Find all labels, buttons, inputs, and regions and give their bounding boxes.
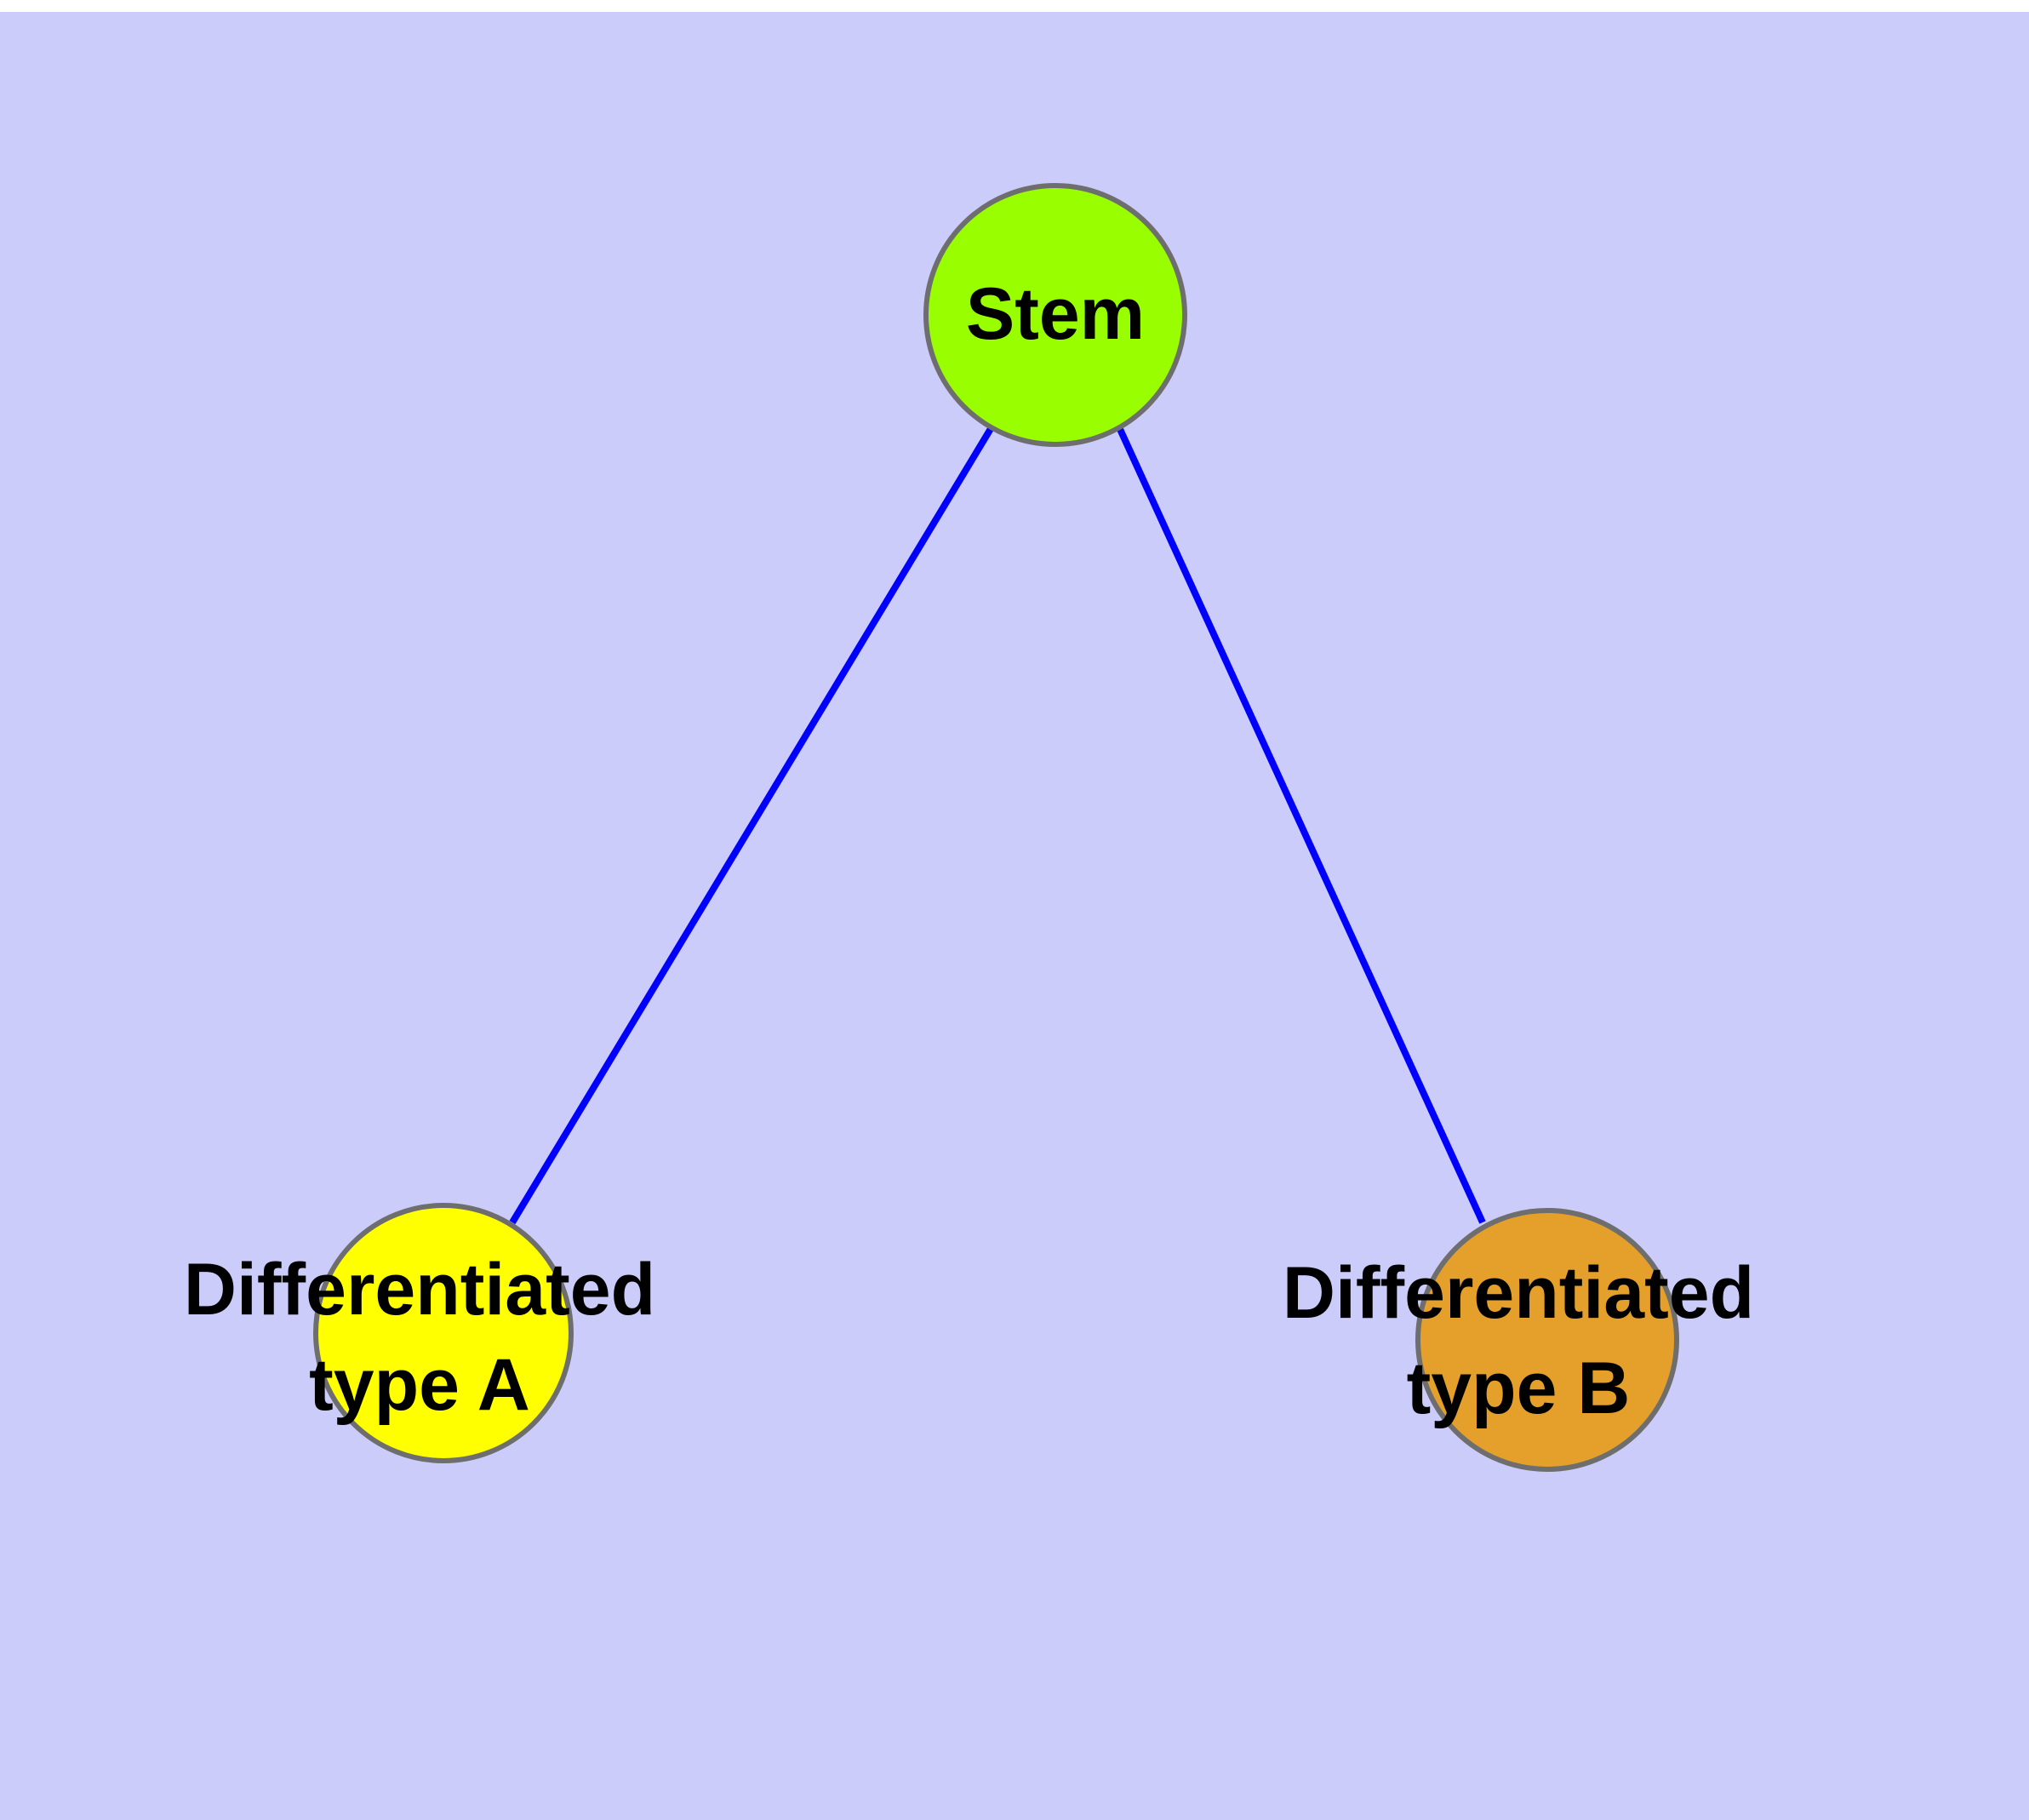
edges-layer	[509, 425, 1486, 1225]
graph-node-label-diff_a: Differentiated type A	[184, 1249, 655, 1426]
graph-node-label-line: type B	[1407, 1348, 1631, 1429]
graph-node-label-line: Stem	[966, 273, 1145, 355]
nodes-layer	[313, 183, 1679, 1472]
graph-node-label-line: Differentiated	[1283, 1252, 1754, 1334]
graph-edge-stem-to-diff-a[interactable]	[509, 425, 995, 1225]
graph-node-label-stem: Stem	[966, 273, 1145, 355]
graph-node-diff_a[interactable]	[313, 1203, 574, 1463]
graph-edge-stem-to-diff-b[interactable]	[1116, 426, 1486, 1224]
graph-node-label-diff_b: Differentiated type B	[1283, 1252, 1754, 1429]
graph-node-label-line: Differentiated	[184, 1249, 655, 1331]
graph-node-label-line: type A	[309, 1344, 530, 1426]
graph-node-stem[interactable]	[923, 183, 1187, 447]
graph-node-diff_b[interactable]	[1415, 1208, 1679, 1472]
